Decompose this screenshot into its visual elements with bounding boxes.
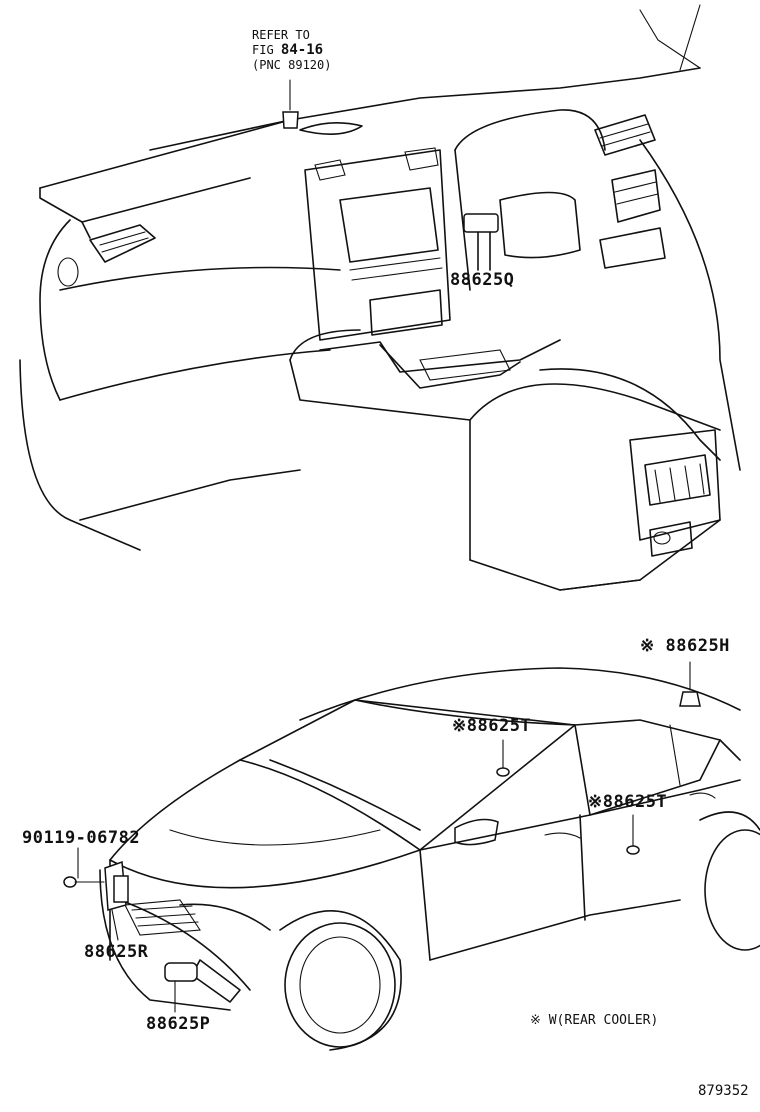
car-illustration	[63, 661, 760, 1051]
part-label-88625t-upper[interactable]: ※88625T	[452, 716, 531, 736]
part-number: 88625T	[602, 792, 668, 812]
refer-note-line2: FIG 84-16	[252, 43, 331, 58]
refer-note-line3: (PNC 89120)	[252, 58, 332, 72]
part-number: 88625H	[665, 636, 730, 656]
refer-note: REFER TO FIG 84-16 (PNC 89120)	[252, 28, 331, 73]
part-label-88625q[interactable]: 88625Q	[450, 270, 515, 290]
part-label-88625t-lower[interactable]: ※88625T	[588, 792, 667, 812]
ref-mark: ※	[452, 716, 467, 736]
refer-note-line1: REFER TO	[252, 28, 310, 42]
legend-mark: ※	[530, 1013, 541, 1028]
part-label-88625r[interactable]: 88625R	[84, 942, 149, 962]
refer-note-fig-number: 84-16	[280, 42, 324, 58]
dashboard-illustration	[19, 4, 741, 591]
part-label-90119-06782[interactable]: 90119-06782	[22, 828, 141, 848]
ref-mark: ※	[640, 636, 655, 656]
ref-mark: ※	[588, 792, 603, 812]
part-number: 88625T	[466, 716, 532, 736]
part-label-88625h[interactable]: ※ 88625H	[640, 636, 730, 656]
refer-note-fig-prefix: FIG	[252, 43, 281, 57]
diagram-id: 879352	[698, 1083, 749, 1099]
legend-note: ※ W(REAR COOLER)	[530, 1013, 658, 1028]
part-label-88625p[interactable]: 88625P	[146, 1014, 211, 1034]
legend-text: W(REAR COOLER)	[548, 1013, 659, 1028]
